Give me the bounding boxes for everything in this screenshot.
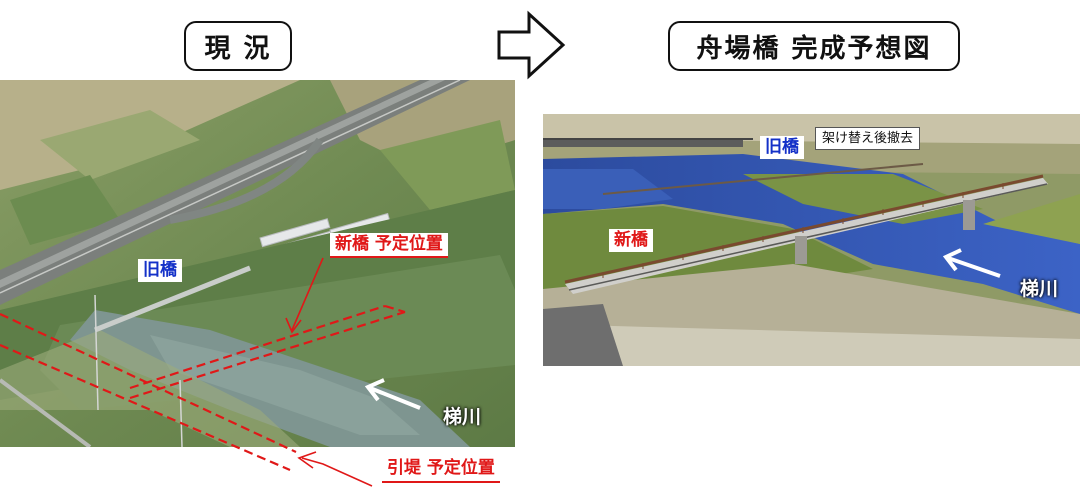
new-bridge-dashed-line-lower: [129, 310, 406, 400]
old-bridge-label-current: 旧橋: [138, 259, 182, 282]
red-pointer-arrow-levee: [297, 451, 373, 487]
current-aerial-photo: [0, 80, 515, 447]
removal-note-label: 架け替え後撤去: [815, 127, 921, 150]
river-label-forecast: 梯川: [1020, 278, 1059, 300]
red-pointer-arrow-new-bridge: [285, 257, 324, 334]
levee-dashed-line-lower: [0, 343, 291, 472]
new-bridge-label-forecast: 新橋: [609, 229, 653, 252]
levee-dashed-line-upper: [0, 313, 297, 453]
current-status-title: 現 況: [184, 21, 292, 71]
current-status-title-text: 現 況: [204, 33, 272, 64]
river-label-current: 梯川: [443, 406, 482, 428]
old-bridge-label-forecast: 旧橋: [760, 136, 804, 159]
right-outline-arrow-icon: [495, 10, 567, 80]
completion-forecast-title: 舟場橋 完成予想図: [668, 21, 960, 71]
white-flow-arrow-right: [942, 248, 1001, 278]
new-bridge-planned-label: 新橋 予定位置: [330, 233, 448, 258]
completion-forecast-title-text: 舟場橋 完成予想図: [696, 33, 932, 64]
white-flow-arrow-left: [364, 378, 421, 410]
new-bridge-dashed-line-upper: [129, 304, 386, 390]
levee-planned-label: 引堤 予定位置: [382, 457, 500, 483]
